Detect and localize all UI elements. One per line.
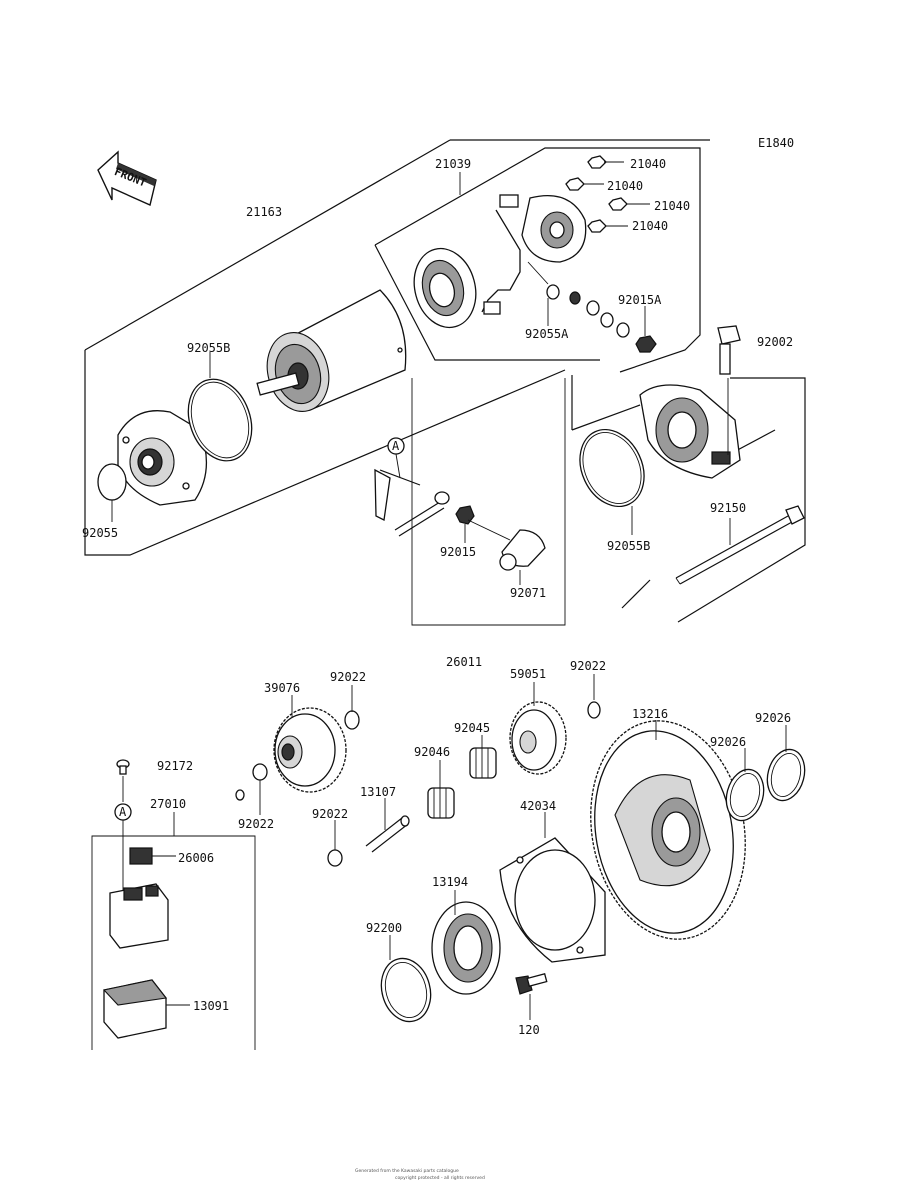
ref-marker-a-upper: A (387, 437, 405, 479)
label-92055a: 92055A (525, 327, 569, 341)
motor-yoke (256, 289, 407, 412)
label-92055b-left: 92055B (187, 341, 230, 355)
screw-92172 (116, 759, 130, 775)
label-42034: 42034 (520, 799, 556, 813)
label-92046: 92046 (414, 745, 450, 759)
relay-frame (91, 835, 256, 1050)
label-21040-a: 21040 (630, 157, 666, 171)
label-21163: 21163 (246, 205, 282, 219)
bolt-120 (515, 973, 548, 995)
needle-bearing-92045 (469, 747, 497, 779)
label-92150: 92150 (710, 501, 746, 515)
washer-92022-d (327, 849, 343, 867)
label-92015a: 92015A (618, 293, 662, 307)
label-13091: 13091 (193, 999, 229, 1013)
footer-line-1: Generated from the Kawasaki parts catalo… (355, 1168, 459, 1174)
label-92002: 92002 (757, 335, 793, 349)
ref-marker-text: A (392, 439, 400, 453)
bolt-92002 (717, 325, 741, 375)
label-92015: 92015 (440, 545, 476, 559)
footer-line-2: copyright protected - all rights reserve… (395, 1175, 485, 1181)
label-27010: 27010 (150, 797, 186, 811)
o-ring-92055b-right (579, 428, 645, 508)
label-39076: 39076 (264, 681, 300, 695)
washer-92200 (380, 957, 432, 1023)
label-59051: 59051 (510, 667, 546, 681)
relay-cover-13091 (102, 979, 190, 1039)
through-bolt-92150 (675, 505, 805, 585)
label-92022-b: 92022 (570, 659, 606, 673)
starter-motor-assembly-frame (84, 139, 806, 626)
label-21040-d: 21040 (632, 219, 668, 233)
label-92055: 92055 (82, 526, 118, 540)
leader-lines (111, 161, 787, 1020)
terminal-nuts (565, 155, 628, 233)
label-92022-a: 92022 (330, 670, 366, 684)
label-13216: 13216 (632, 707, 668, 721)
shaft-13107 (365, 815, 410, 853)
one-way-clutch-13194 (431, 901, 501, 995)
label-92022-c: 92022 (238, 817, 274, 831)
washer-92022-a (344, 710, 360, 730)
label-26006: 26006 (178, 851, 214, 865)
gear-case-cover (639, 384, 741, 479)
clutch-plate-42034 (499, 837, 606, 963)
label-21040-b: 21040 (607, 179, 643, 193)
label-21040-c: 21040 (654, 199, 690, 213)
label-26011: 26011 (446, 655, 482, 669)
starter-relay-27010 (109, 883, 169, 949)
clutch-lever-parts (374, 468, 546, 571)
o-ring-92055 (97, 463, 127, 501)
relay-connector-26006 (129, 847, 176, 865)
motor-end-cover (117, 410, 208, 506)
o-ring-92055b (187, 378, 253, 462)
label-13107: 13107 (360, 785, 396, 799)
needle-bearing-92046 (427, 787, 455, 819)
gear-59051 (509, 701, 567, 775)
washer-92022-c (587, 701, 601, 719)
label-120: 120 (518, 1023, 540, 1037)
label-92055b-right: 92055B (607, 539, 650, 553)
washer-92022-b (252, 763, 268, 781)
label-92200: 92200 (366, 921, 402, 935)
label-92172: 92172 (157, 759, 193, 773)
brush-holder-housing (413, 247, 477, 329)
label-92022-d: 92022 (312, 807, 348, 821)
front-arrow-icon: FRONT (97, 150, 157, 206)
ref-marker-a-lower: A (114, 776, 132, 900)
brush-plate (481, 194, 587, 315)
idler-gear-39076 (273, 707, 347, 793)
label-92071: 92071 (510, 586, 546, 600)
diagram-code: E1840 (758, 136, 794, 150)
ref-marker-text-lower: A (119, 805, 127, 819)
label-92045: 92045 (454, 721, 490, 735)
label-92026-a: 92026 (755, 711, 791, 725)
label-92026-b: 92026 (710, 735, 746, 749)
brush-plate-hardware (546, 284, 657, 353)
label-13194: 13194 (432, 875, 468, 889)
starter-clutch-gear-13216 (590, 720, 746, 940)
label-21039: 21039 (435, 157, 471, 171)
part-labels: 21163 21039 21040 21040 21040 21040 9201… (82, 157, 793, 1037)
